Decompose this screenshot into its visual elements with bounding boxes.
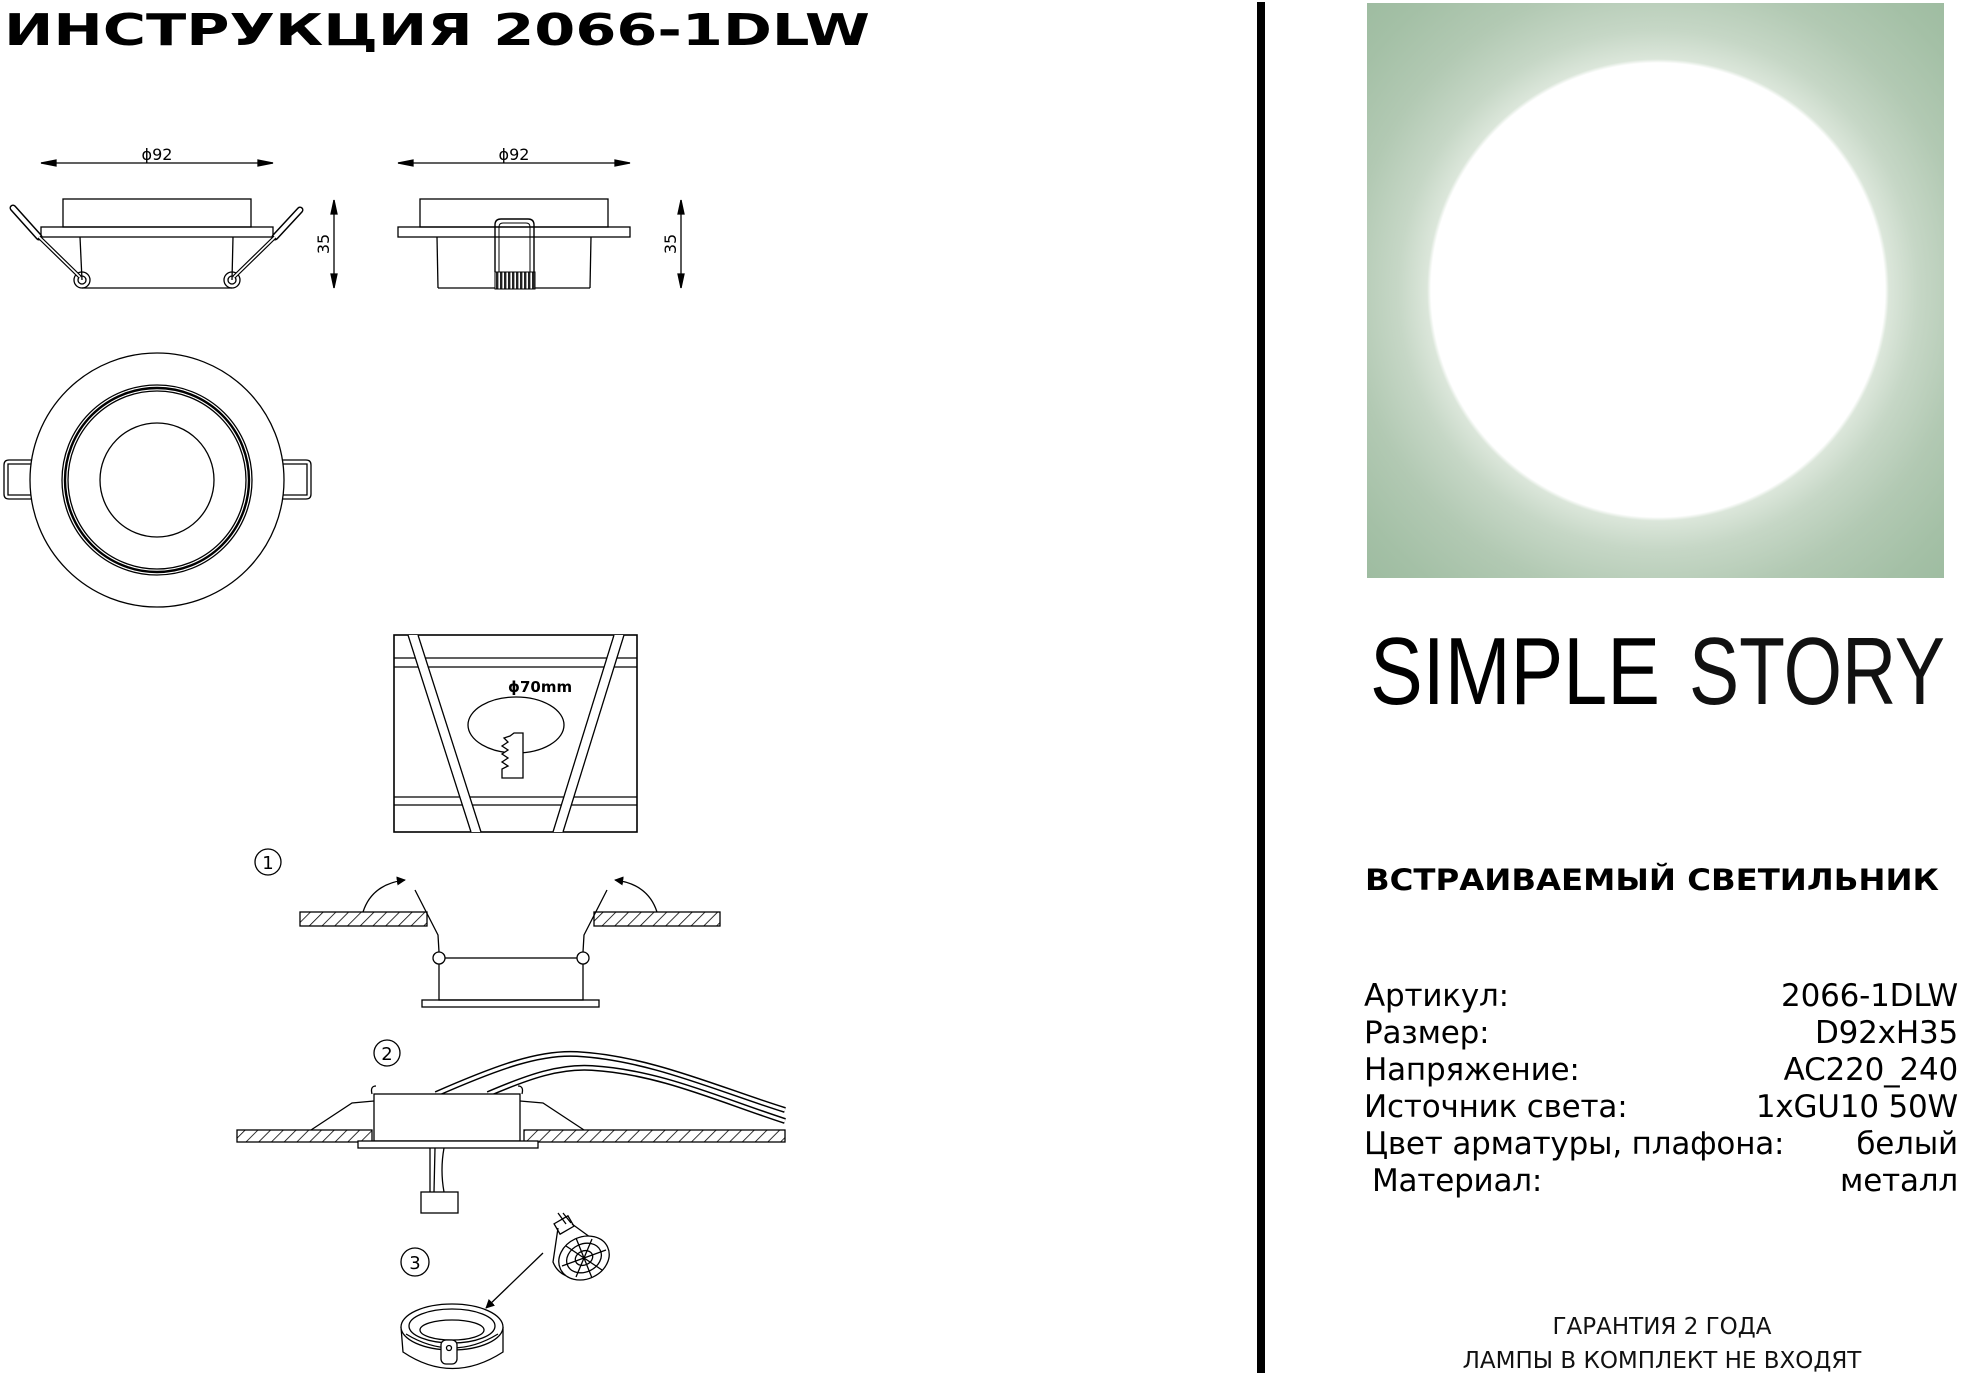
spec-label: Материал: [1372,1163,1543,1199]
side-view-right: ϕ92 35 [397,145,685,290]
step-2-diagram: 2 [236,1039,786,1214]
product-photo [1367,3,1944,578]
spring-pivot-icon [73,271,91,289]
spec-value: 1xGU10 50W [1755,1089,1958,1125]
ceiling-cutout-diagram: ϕ70mm [393,634,638,833]
trim-ring [63,386,251,574]
warranty-note: ГАРАНТИЯ 2 ГОДА [1552,1314,1772,1340]
fold-arrow-icon [362,876,406,913]
spec-row-light-source: Источник света: 1xGU10 50W [1364,1089,1958,1126]
step-number-badge [373,1039,401,1067]
spec-label: Цвет арматуры, плафона: [1364,1126,1785,1162]
spec-value: металл [1840,1163,1958,1199]
step-number-badge [254,848,282,876]
spec-value: AC220_240 [1783,1052,1959,1088]
product-type-heading: ВСТРАИВАЕМЫЙ СВЕТИЛЬНИК [1365,863,1939,897]
lamps-not-included-note: ЛАМПЫ В КОМПЛЕКТ НЕ ВХОДЯТ [1462,1348,1862,1374]
height-label: 35 [661,234,680,254]
ceiling-slab [299,911,428,927]
step-number: 3 [409,1253,420,1274]
step-number-badge [400,1247,430,1277]
side-view-left: ϕ92 [9,145,338,289]
brand-logo: SIMPLE STORY [1370,618,1945,720]
connector-block [420,1191,459,1214]
spec-value: 2066-1DLW [1781,978,1958,1014]
spec-value: белый [1856,1126,1958,1162]
diameter-label: ϕ92 [142,145,173,164]
ceiling-slab [236,1129,373,1143]
height-label: 35 [314,234,333,254]
gu10-lamp-icon [552,1212,610,1281]
spring-pivot-icon [223,271,241,289]
spec-label: Источник света: [1364,1089,1628,1125]
spec-row-article: Артикул: 2066-1DLW [1364,978,1958,1015]
spec-row-color: Цвет арматуры, плафона: белый [1364,1126,1958,1163]
technical-drawings: ИНСТРУКЦИЯ 2066-1DLW ϕ92 [3,5,870,1370]
brand-word-story: STORY [1689,618,1945,720]
height-dimension: 35 [314,199,338,289]
spec-label: Размер: [1364,1015,1490,1051]
cable-icon [434,1050,786,1124]
top-view [3,352,312,608]
spring-clip-right [232,206,304,279]
specifications-table: Артикул: 2066-1DLW Размер: D92xH35 Напря… [1364,978,1958,1200]
tab-right [283,459,312,500]
spring-clip-left [9,204,82,279]
saw-icon [500,732,524,779]
lamp-opening [99,422,215,538]
step-number: 1 [262,853,273,874]
tab-left [3,459,32,500]
ceiling-slab [523,1129,786,1143]
lamp-holder-ring [400,1303,504,1370]
product-type-text: ВСТРАИВАЕМЫЙ СВЕТИЛЬНИК [1365,863,1939,897]
spec-value: D92xH35 [1814,1015,1958,1051]
step-number: 2 [381,1044,392,1065]
spec-label: Напряжение: [1364,1052,1580,1088]
spec-label: Артикул: [1364,978,1509,1014]
brand-word-simple: SIMPLE [1370,618,1660,720]
footer-notes: ГАРАНТИЯ 2 ГОДА ЛАМПЫ В КОМПЛЕКТ НЕ ВХОД… [1362,1310,1962,1378]
hole-diameter-label: ϕ70mm [508,678,572,696]
vertical-divider [1257,2,1265,1373]
insert-arrow-icon [485,1252,544,1309]
fixture-top-housing [62,198,252,228]
spring-clip-front [494,218,536,290]
diameter-label: ϕ92 [499,145,530,164]
fixture-flange [397,226,631,238]
spec-row-material: Материал: металл [1364,1163,1958,1200]
page-title: ИНСТРУКЦИЯ 2066-1DLW [4,5,870,56]
step-1-diagram: 1 [254,848,721,1008]
fold-arrow-icon [614,876,658,913]
diameter-dimension: ϕ92 [397,145,631,167]
fixture-flange [40,226,274,238]
height-dimension: 35 [661,199,685,289]
step-3-diagram: 3 [400,1212,610,1370]
spec-row-size: Размер: D92xH35 [1364,1015,1958,1052]
diameter-dimension: ϕ92 [40,145,274,167]
outer-rim [29,352,285,608]
ceiling-slab [593,911,721,927]
spec-row-voltage: Напряжение: AC220_240 [1364,1052,1958,1089]
